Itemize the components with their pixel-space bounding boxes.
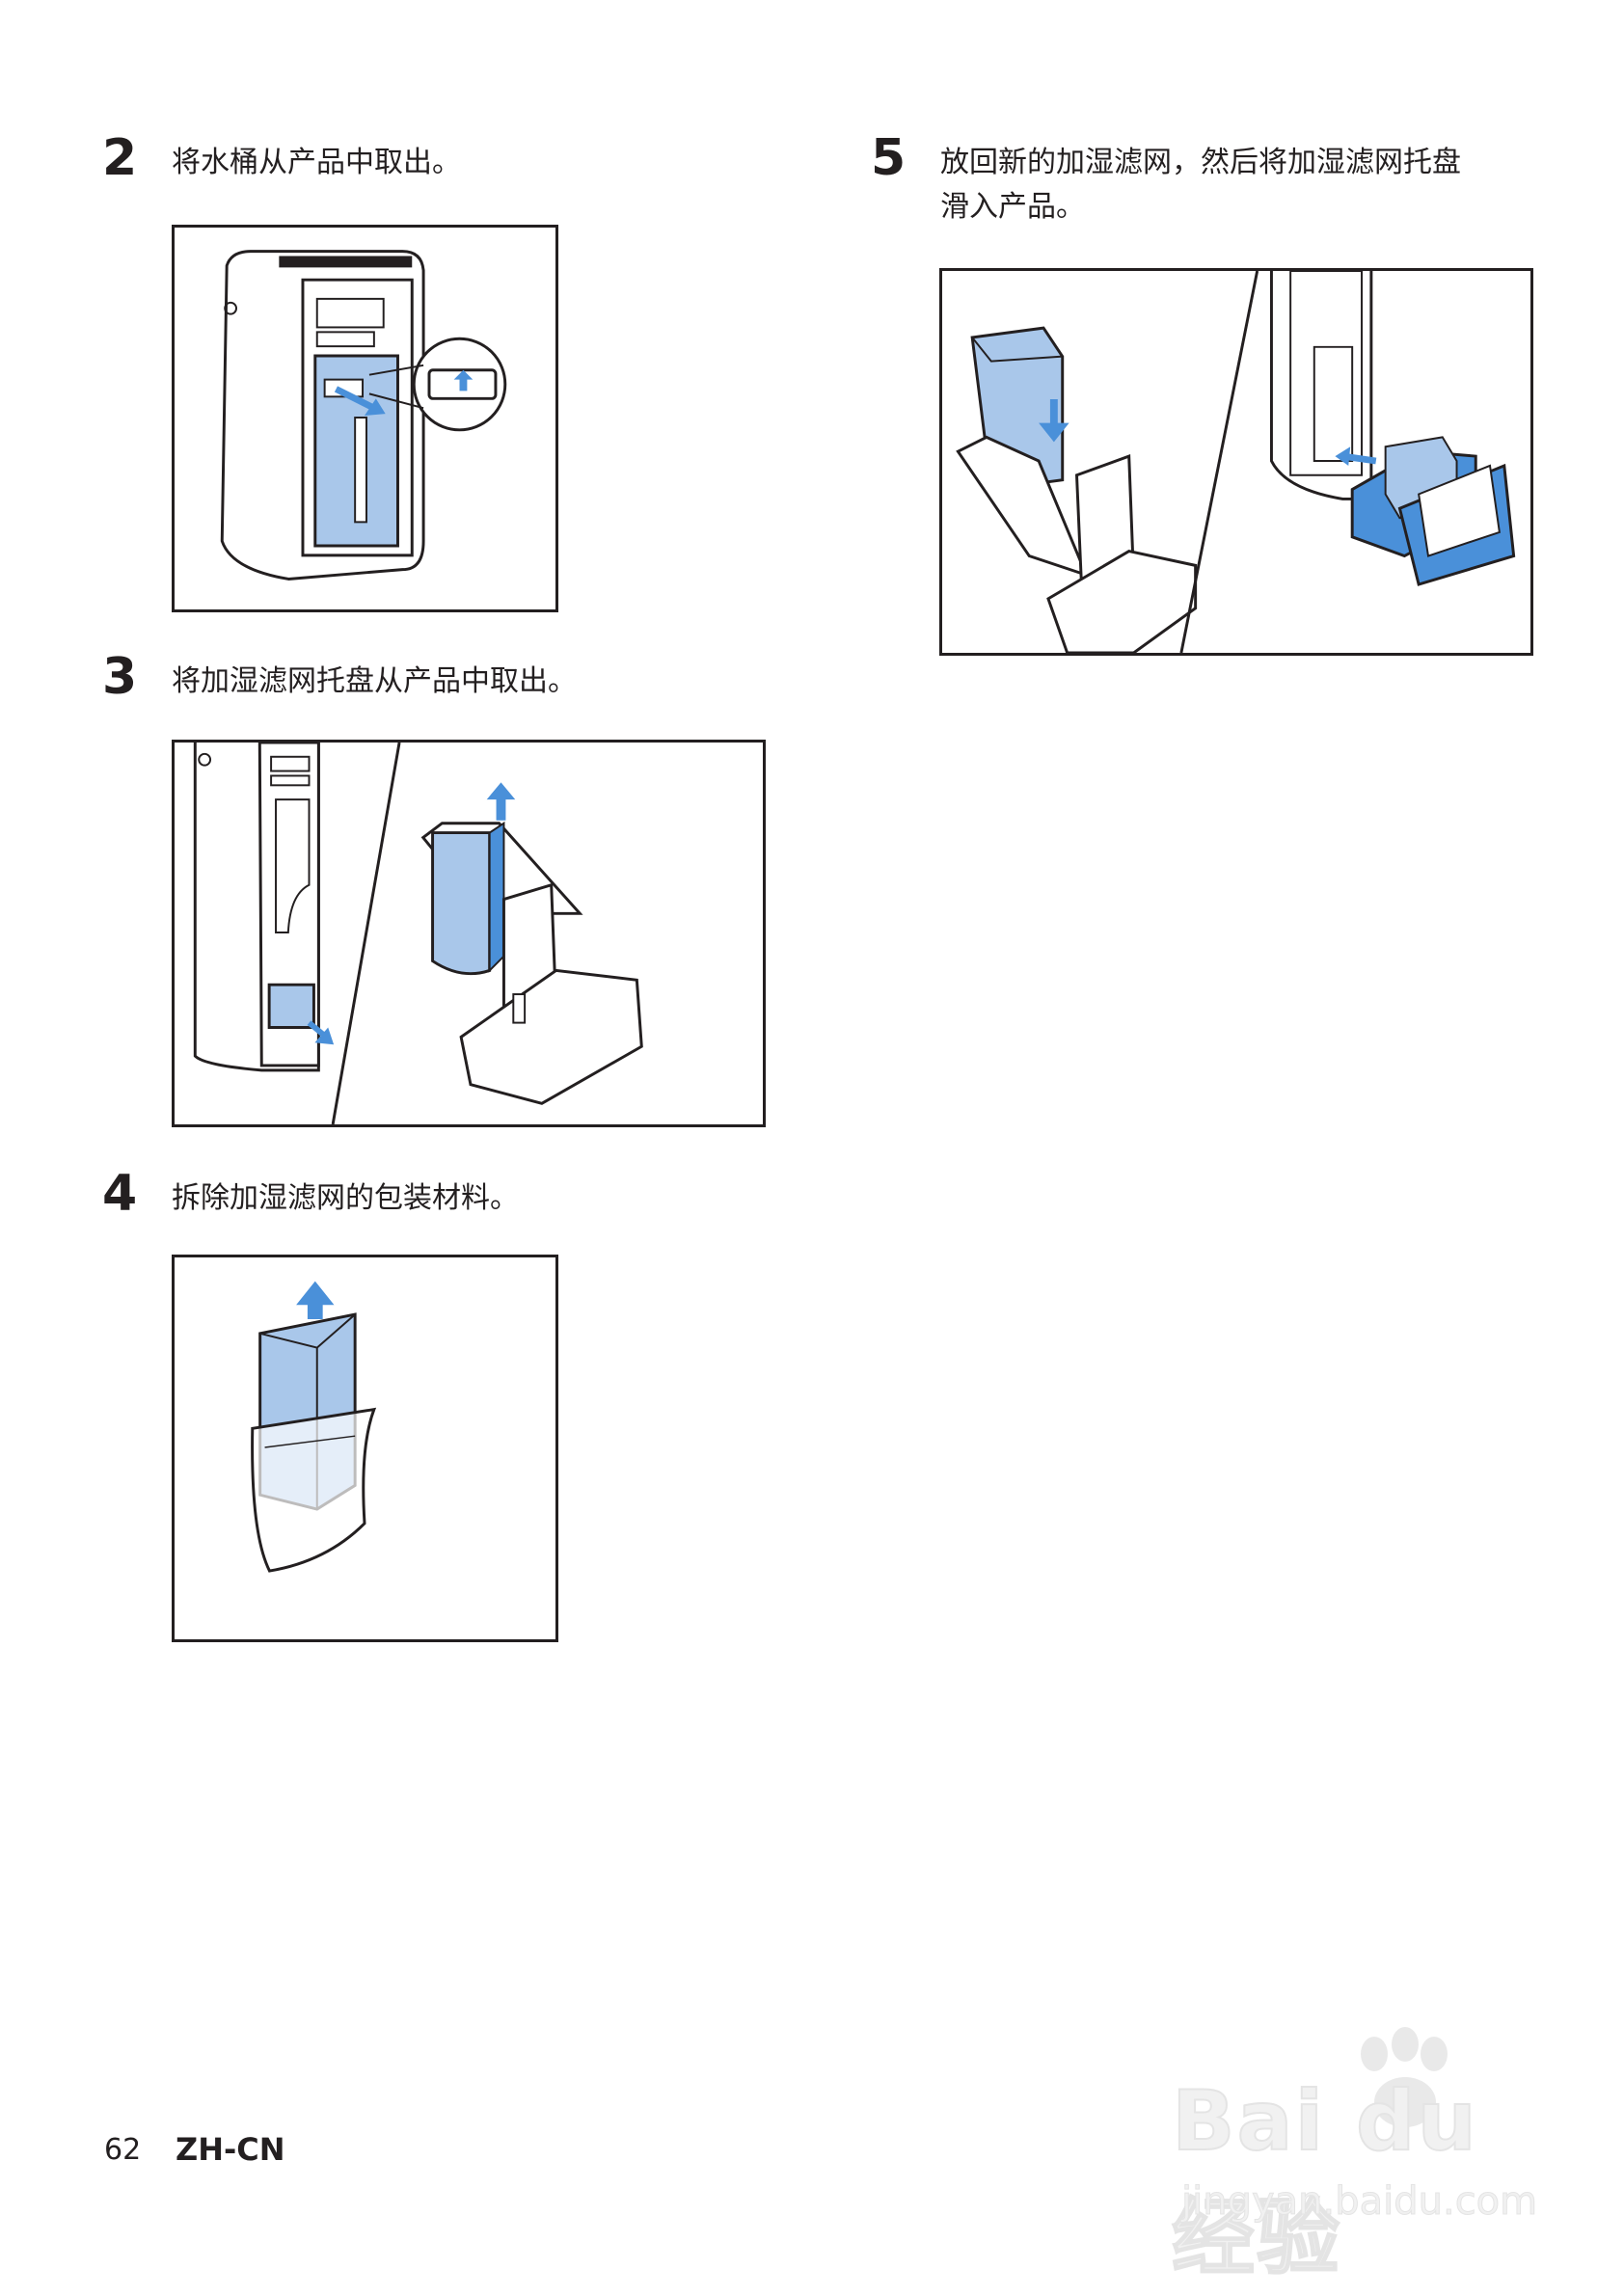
step-3-number: 3 [102, 648, 138, 706]
step-5-text-line1: 放回新的加湿滤网，然后将加湿滤网托盘 [940, 146, 1461, 179]
step-5-text-line2: 滑入产品。 [940, 190, 1085, 224]
figure-remove-filter-tray [172, 740, 766, 1127]
watermark-url: jingyan.baidu.com [1180, 2179, 1538, 2225]
illustration-water-tank [220, 250, 507, 581]
baidu-jingyan-watermark: Bai du 经验 jingyan.baidu.com [1152, 2015, 1557, 2287]
step-2-number: 2 [102, 129, 138, 187]
language-code: ZH-CN [176, 2131, 285, 2168]
figure-remove-packaging [172, 1255, 558, 1642]
page-number: 62 [104, 2133, 142, 2167]
watermark-brand: Bai du 经验 [1171, 2072, 1478, 2287]
illustration-insert-filter [956, 271, 1516, 653]
step-5-number: 5 [871, 129, 907, 187]
step-2-text: 将水桶从产品中取出。 [172, 146, 461, 179]
figure-insert-new-filter [939, 268, 1533, 656]
step-3-text: 将加湿滤网托盘从产品中取出。 [172, 664, 577, 698]
illustration-filter-packaging [251, 1281, 377, 1573]
illustration-filter-tray [193, 743, 643, 1124]
figure-remove-water-tank [172, 225, 558, 612]
paw-logo-icon [1361, 2027, 1448, 2127]
step-4-number: 4 [102, 1165, 138, 1223]
step-4-text: 拆除加湿滤网的包装材料。 [172, 1181, 519, 1215]
